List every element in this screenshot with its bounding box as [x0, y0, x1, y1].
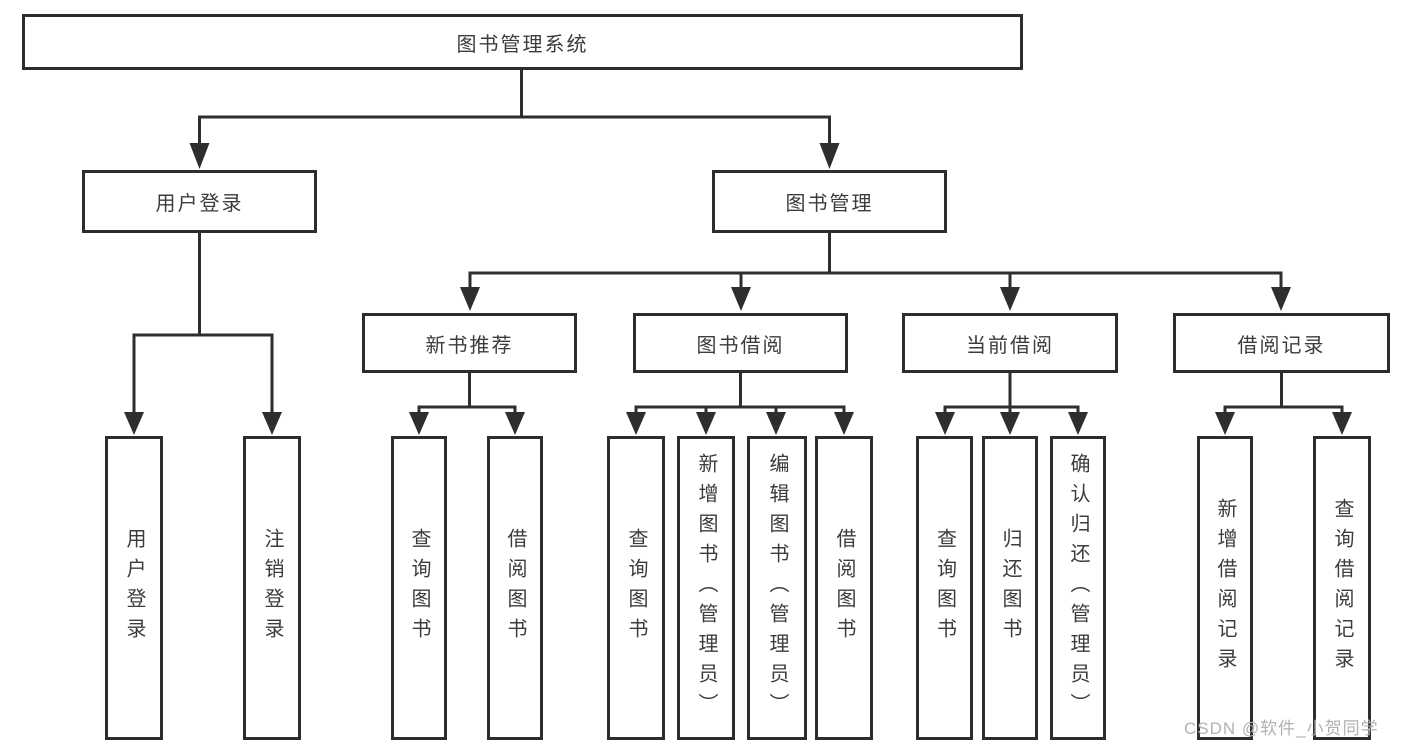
leaf-query-books-borrow: 查询图书	[607, 436, 665, 740]
node-new-book-recommend: 新书推荐	[362, 313, 577, 373]
leaf-logout: 注销登录	[243, 436, 301, 740]
node-label: 新增图书（管理员）	[695, 453, 717, 723]
leaf-user-login: 用户登录	[105, 436, 163, 740]
node-library-management-system: 图书管理系统	[22, 14, 1023, 70]
node-label: 借阅图书	[504, 528, 526, 648]
watermark-text: CSDN @软件_小贺同学	[1184, 719, 1379, 738]
arrow-down-icon	[124, 412, 144, 435]
leaf-confirm-return-admin: 确认归还（管理员）	[1050, 436, 1106, 740]
node-borrow-records: 借阅记录	[1173, 313, 1390, 373]
node-label: 新增借阅记录	[1214, 498, 1236, 678]
node-label: 新书推荐	[425, 334, 514, 357]
arrow-down-icon	[819, 143, 840, 169]
leaf-query-books-current: 查询图书	[916, 436, 973, 740]
node-label: 用户登录	[155, 193, 244, 215]
arrow-down-icon	[935, 412, 955, 435]
arrow-down-icon	[409, 412, 429, 435]
node-book-management-module: 图书管理	[712, 170, 947, 233]
node-label: 借阅图书	[833, 528, 855, 648]
node-label: 借阅记录	[1237, 334, 1326, 357]
arrow-down-icon	[766, 412, 786, 435]
leaf-query-books-recommend: 查询图书	[391, 436, 447, 740]
arrow-down-icon	[626, 412, 646, 435]
arrow-down-icon	[262, 412, 282, 435]
arrow-down-icon	[1000, 287, 1020, 311]
connector-new-book-recommend	[417, 371, 517, 422]
arrow-down-icon	[189, 143, 210, 169]
connector-book-management	[468, 231, 1283, 298]
node-label: 当前借阅	[966, 334, 1054, 357]
node-label: 查询图书	[933, 528, 956, 648]
arrow-down-icon	[1000, 412, 1020, 435]
leaf-edit-book-admin: 编辑图书（管理员）	[747, 436, 807, 740]
node-label: 注销登录	[261, 528, 283, 648]
leaf-borrow-books: 借阅图书	[815, 436, 873, 740]
arrow-down-icon	[1068, 412, 1088, 435]
connector-root	[198, 68, 831, 152]
arrow-down-icon	[1332, 412, 1352, 435]
node-label: 查询图书	[625, 528, 647, 648]
leaf-query-borrow-record: 查询借阅记录	[1313, 436, 1371, 740]
arrow-down-icon	[1215, 412, 1235, 435]
node-label: 用户登录	[123, 528, 145, 648]
node-label: 确认归还（管理员）	[1067, 453, 1089, 723]
connector-user-login	[132, 231, 274, 422]
node-label: 图书管理	[785, 193, 874, 215]
leaf-add-borrow-record: 新增借阅记录	[1197, 436, 1253, 740]
leaf-borrow-books-recommend: 借阅图书	[487, 436, 543, 740]
connector-book-borrow	[634, 371, 846, 422]
leaf-return-book: 归还图书	[982, 436, 1038, 740]
node-label: 查询图书	[408, 528, 430, 648]
node-label: 归还图书	[999, 528, 1021, 648]
node-label: 图书管理系统	[456, 33, 589, 56]
arrow-down-icon	[696, 412, 716, 435]
node-current-borrow: 当前借阅	[902, 313, 1118, 373]
node-label: 图书借阅	[696, 334, 785, 357]
arrow-down-icon	[731, 287, 751, 311]
arrow-down-icon	[460, 287, 480, 311]
node-label: 编辑图书（管理员）	[766, 453, 788, 723]
node-user-login-module: 用户登录	[82, 170, 317, 233]
leaf-add-book-admin: 新增图书（管理员）	[677, 436, 735, 740]
arrow-down-icon	[505, 412, 525, 435]
connector-borrow-records	[1223, 371, 1344, 422]
arrow-down-icon	[1271, 287, 1291, 311]
node-label: 查询借阅记录	[1331, 498, 1353, 678]
node-book-borrow: 图书借阅	[633, 313, 848, 373]
arrow-down-icon	[834, 412, 854, 435]
